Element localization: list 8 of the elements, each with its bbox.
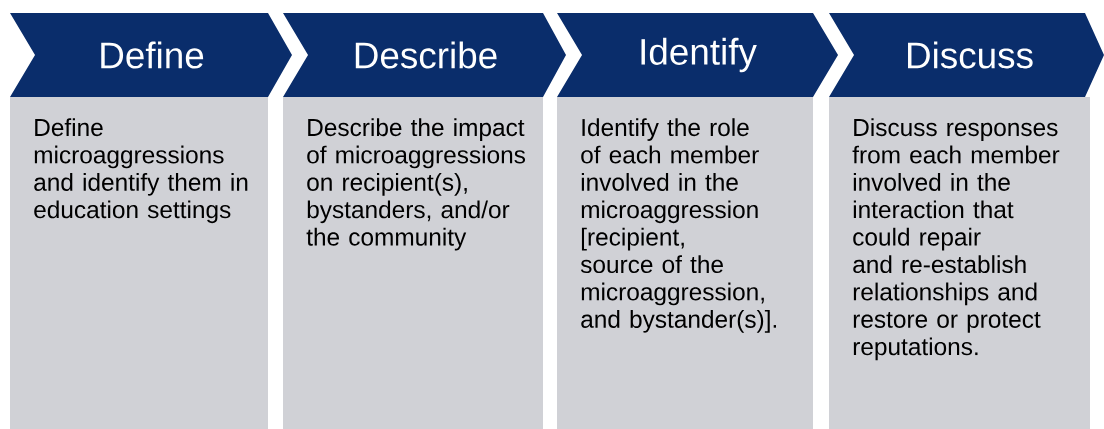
chevron-step: Discuss	[829, 13, 1104, 97]
description-panel: Identify the role of each member involved in the microaggression [recipient, source of the microaggression, and bystander(s)].	[557, 97, 813, 429]
chevron-step: Describe	[283, 13, 566, 97]
chevron-step: Identify	[557, 13, 838, 97]
description-panel: Describe the impact of microaggressions on recipient(s), bystanders, and/or the community	[283, 97, 543, 429]
description-panel: Define microaggressions and identify them in education settings	[10, 97, 268, 429]
description-panel: Discuss responses from each member involved in the interaction that could repair and re-establish relationships and restore or protect reputations.	[829, 97, 1090, 429]
chevron-step: Define	[10, 13, 292, 97]
